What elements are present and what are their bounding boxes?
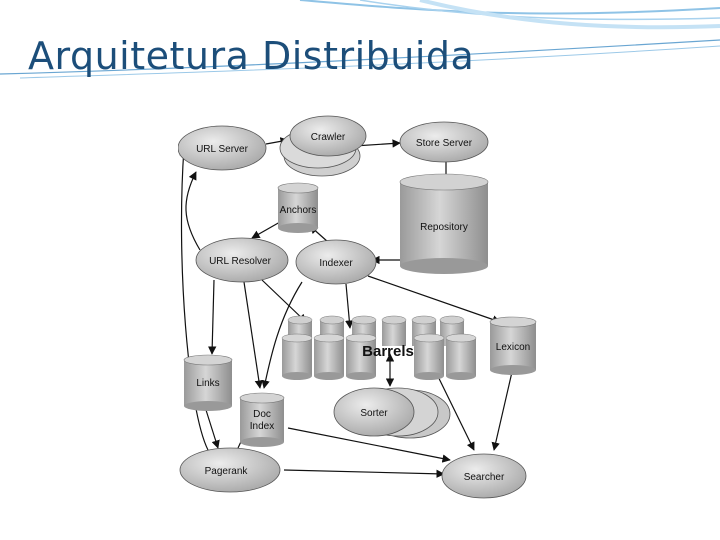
node-url-server: URL Server <box>178 125 267 171</box>
header-decoration <box>0 0 720 79</box>
node-pagerank: Pagerank <box>179 447 281 493</box>
edge-urlserver-pagerank <box>179 147 209 451</box>
edge-indexer-barrels <box>345 283 354 329</box>
edge-pagerank-searcher <box>283 469 445 479</box>
node-label-crawler: Crawler <box>311 132 346 143</box>
edge-anchors-urlresolver <box>251 221 281 239</box>
node-barrels: Barrels <box>281 315 477 380</box>
node-crawler: Crawler <box>279 115 367 177</box>
node-label-store-server: Store Server <box>416 138 473 149</box>
barrels-front-row <box>281 333 477 380</box>
edge-urlresolver-urlserver <box>185 171 201 251</box>
architecture-diagram: URL Server Crawler Store Server Anchors … <box>178 110 542 514</box>
node-label-repository: Repository <box>420 222 468 233</box>
edge-lexicon-searcher <box>491 371 513 451</box>
node-anchors: Anchors <box>277 182 319 233</box>
slide-title: Arquitetura Distribuida <box>28 34 475 78</box>
node-links: Links <box>183 354 233 411</box>
node-sorter: Sorter <box>333 387 451 439</box>
node-label-links: Links <box>196 378 219 389</box>
node-lexicon: Lexicon <box>489 316 537 375</box>
node-repository: Repository <box>399 173 489 274</box>
edge-urlresolver-links <box>208 279 217 355</box>
edge-urlresolver-barrels <box>261 279 307 323</box>
edge-links-pagerank <box>205 409 220 449</box>
node-label-searcher: Searcher <box>464 472 505 483</box>
node-searcher: Searcher <box>441 453 527 499</box>
node-store-server: Store Server <box>399 121 489 163</box>
node-label-pagerank: Pagerank <box>205 466 249 477</box>
node-label-doc-index-2: Index <box>250 421 274 432</box>
node-label-sorter: Sorter <box>360 408 388 419</box>
node-indexer: Indexer <box>295 239 377 285</box>
node-url-resolver: URL Resolver <box>195 237 289 283</box>
node-label-anchors: Anchors <box>280 205 317 216</box>
barrels-back-row <box>287 315 465 346</box>
node-label-doc-index-1: Doc <box>253 409 271 420</box>
node-label-barrels: Barrels <box>362 343 414 360</box>
node-label-url-server: URL Server <box>196 144 249 155</box>
edge-indexer-lexicon <box>367 275 501 324</box>
node-doc-index: Doc Index <box>239 392 285 447</box>
node-label-url-resolver: URL Resolver <box>209 256 272 267</box>
edge-urlresolver-docindex <box>243 281 264 389</box>
edge-docindex-searcher <box>287 427 451 463</box>
node-label-indexer: Indexer <box>319 258 353 269</box>
edge-indexer-docindex <box>261 281 303 389</box>
node-label-lexicon: Lexicon <box>496 342 530 353</box>
